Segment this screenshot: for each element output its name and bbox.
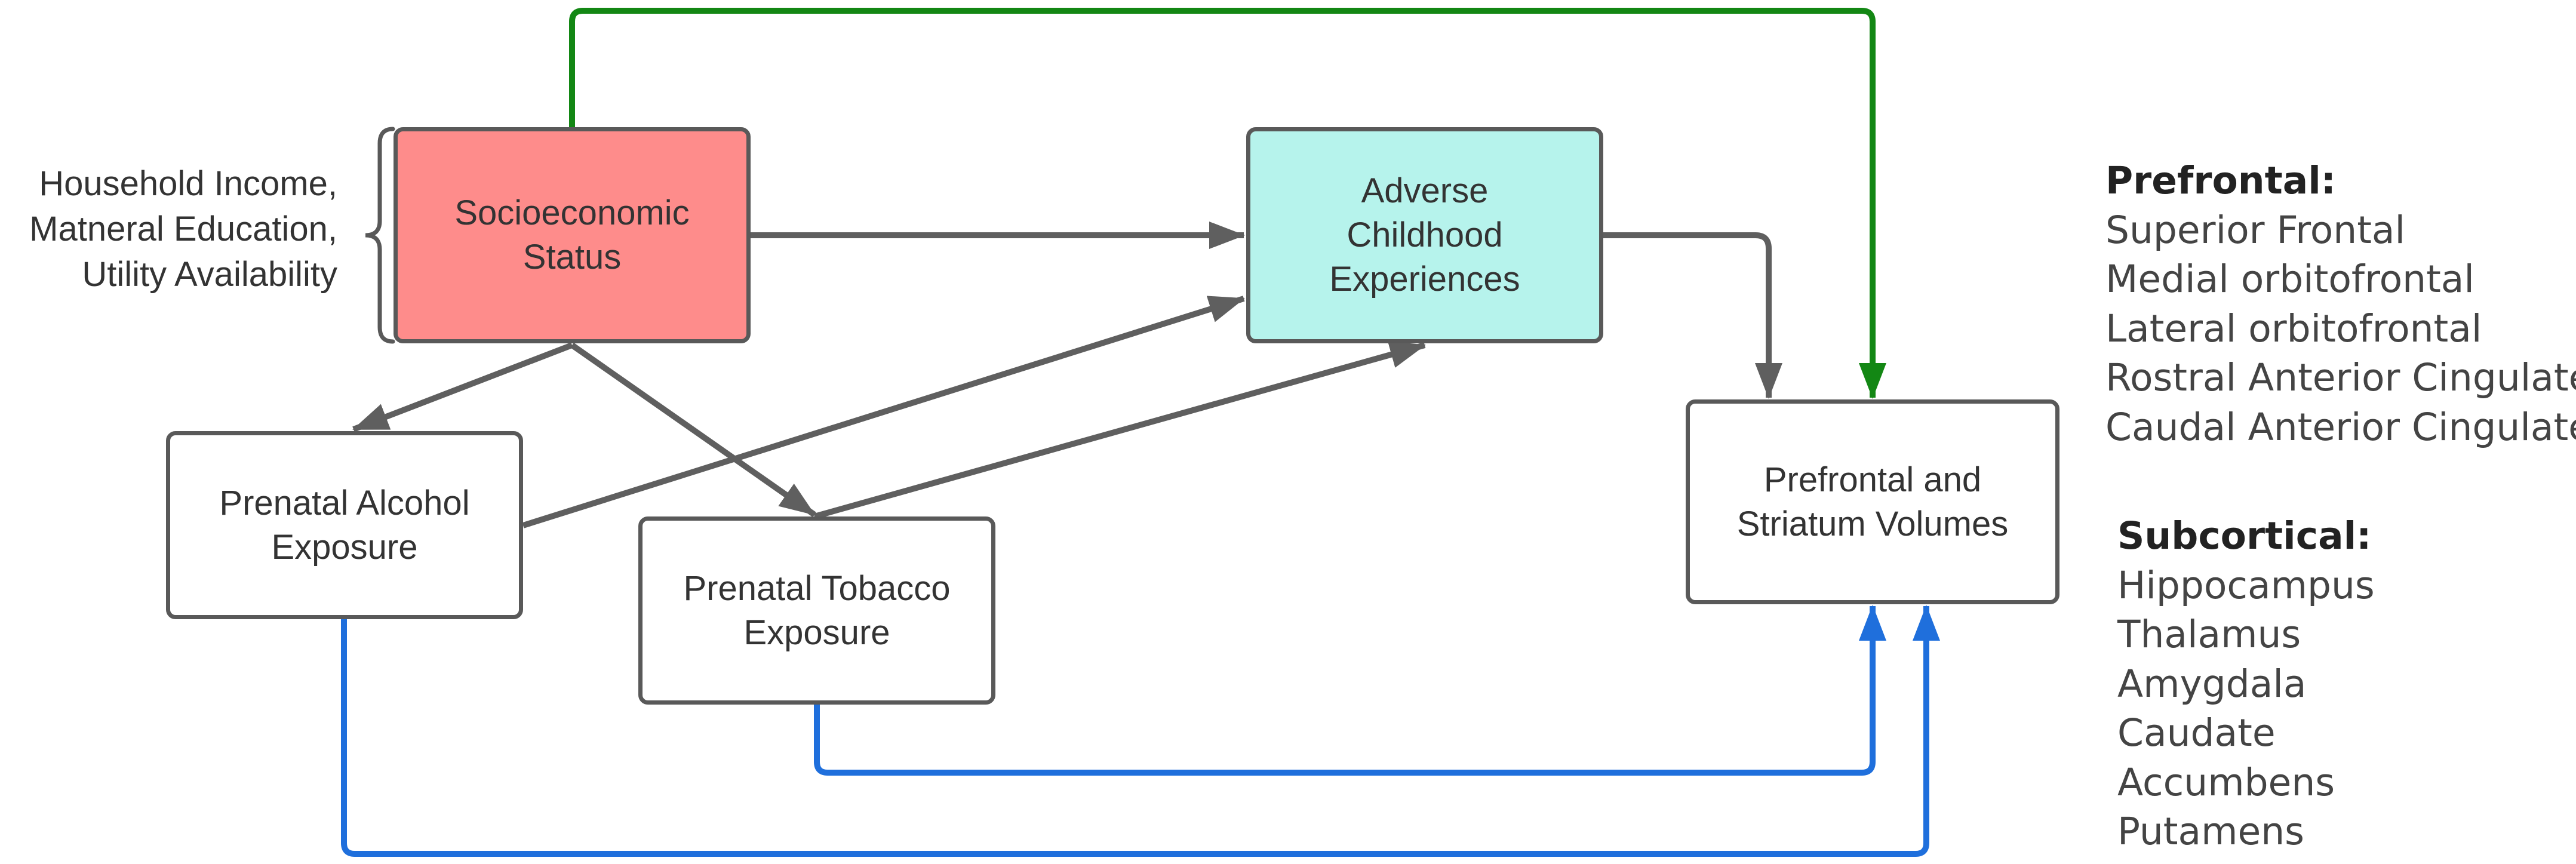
node-label: Prenatal Tobacco Exposure <box>683 568 951 652</box>
node-adverse-childhood-experiences: Adverse Childhood Experiences <box>1246 127 1603 343</box>
arrow-ses-to-pte <box>570 342 816 518</box>
node-prefrontal-striatum-volumes: Prefrontal and Striatum Volumes <box>1686 399 2059 604</box>
arrow-pae-to-outcome-blue <box>341 605 1940 857</box>
arrow-pte-to-outcome-blue <box>814 605 1886 776</box>
region-item: Hippocampus <box>2117 563 2375 607</box>
region-item: Caudal Anterior Cingulate <box>2105 405 2576 449</box>
region-item: Superior Frontal <box>2105 208 2406 252</box>
arrow-ses-to-pae <box>352 342 573 432</box>
region-item: Lateral orbitofrontal <box>2105 306 2482 350</box>
region-item: Thalamus <box>2117 613 2301 656</box>
node-label: Socioeconomic Status <box>454 193 690 276</box>
ses-indicators-label: Household Income, Matneral Education, Ut… <box>29 164 337 294</box>
prefrontal-region-list: Prefrontal: Superior Frontal Medial orbi… <box>2105 156 2576 452</box>
node-prenatal-alcohol-exposure: Prenatal Alcohol Exposure <box>166 431 523 619</box>
region-item: Accumbens <box>2117 760 2335 804</box>
region-item: Putamens <box>2117 810 2305 853</box>
arrow-pae-to-ace <box>522 296 1245 528</box>
arrow-pte-to-ace <box>813 341 1426 519</box>
region-heading: Prefrontal: <box>2105 159 2336 202</box>
region-item: Rostral Anterior Cingulate <box>2105 356 2576 399</box>
region-item: Medial orbitofrontal <box>2105 257 2474 301</box>
region-item: Amygdala <box>2117 662 2307 706</box>
node-label: Prenatal Alcohol Exposure <box>219 483 470 567</box>
node-prenatal-tobacco-exposure: Prenatal Tobacco Exposure <box>638 516 995 705</box>
node-label: Adverse Childhood Experiences <box>1329 171 1520 299</box>
arrow-ace-to-outcome <box>1603 232 1782 399</box>
arrow-ses-to-outcome-green <box>569 8 1886 399</box>
subcortical-region-list: Subcortical: Hippocampus Thalamus Amygda… <box>2117 512 2375 857</box>
curly-brace <box>365 127 395 344</box>
node-label: Prefrontal and Striatum Volumes <box>1736 460 2009 543</box>
region-heading: Subcortical: <box>2117 514 2372 558</box>
node-socioeconomic-status: Socioeconomic Status <box>394 127 751 343</box>
region-item: Caudate <box>2117 711 2276 755</box>
